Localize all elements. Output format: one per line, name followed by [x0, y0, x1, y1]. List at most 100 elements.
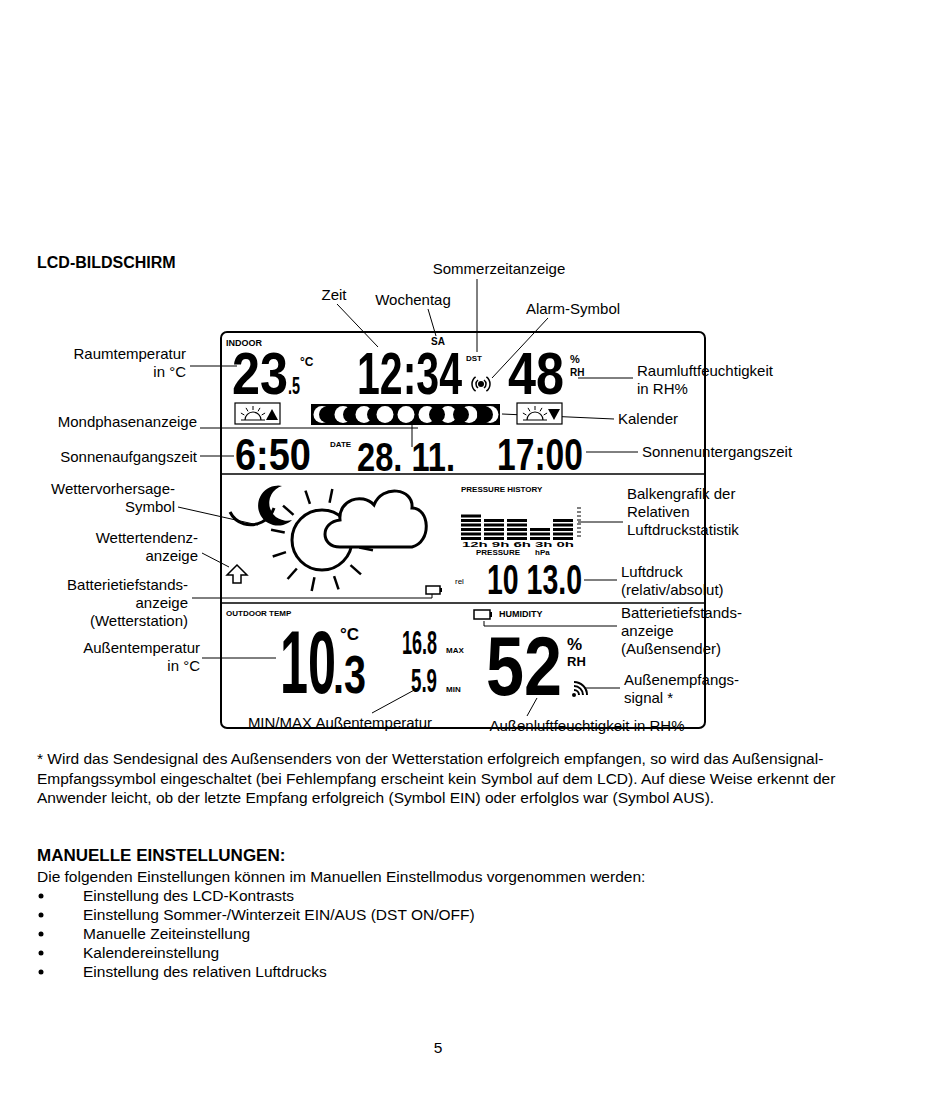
- pressure-bar-graph: [461, 508, 581, 540]
- pressure-bar: [484, 524, 504, 527]
- callout-label: Außenluftfeuchtigkeit in RH%: [472, 717, 702, 735]
- paragraph: Kalendereinstellung: [83, 943, 683, 962]
- lcd-readout: 48: [508, 345, 564, 404]
- paragraph: Einstellung des LCD-Kontrasts: [83, 886, 683, 905]
- callout-label: Batterietiefstands- anzeige (Wetterstati…: [43, 576, 188, 630]
- moon-shadow: [429, 407, 445, 423]
- pressure-bar: [484, 533, 504, 536]
- moon-band: [311, 404, 500, 425]
- moon-phase-band: [311, 404, 500, 425]
- pressure-bar: [530, 533, 550, 536]
- moon-crescent: [258, 486, 292, 526]
- pressure-bar: [553, 528, 573, 531]
- callout-label: Wettertendenz- anzeige: [73, 529, 198, 565]
- scale-tick: [577, 524, 581, 525]
- pressure-bar: [530, 528, 550, 531]
- callout-label: Batterietiefstands- anzeige (Außensender…: [621, 604, 766, 658]
- callout-label: Zeit: [309, 286, 359, 304]
- pressure-bar: [461, 537, 481, 540]
- lcd-readout: hPa: [535, 549, 550, 557]
- lcd-readout: 16.8: [402, 626, 437, 660]
- lcd-readout: %: [570, 354, 580, 365]
- lcd-readout: PRESSURE HISTORY: [461, 486, 542, 494]
- paragraph: Manuelle Zeiteinstellung: [83, 924, 683, 943]
- paragraph: * Wird das Sendesignal des Außensenders …: [37, 749, 852, 808]
- paragraph: Die folgenden Einstellungen können im Ma…: [37, 867, 837, 886]
- lcd-readout: 12:34: [357, 345, 462, 404]
- pressure-bar: [507, 528, 527, 531]
- lcd-readout: OUTDOOR TEMP: [226, 610, 291, 618]
- battery-icon: [426, 586, 442, 594]
- callout-label: Sonnenaufgangszeit: [27, 448, 197, 466]
- tendency-arrow: [227, 565, 247, 583]
- callout-label: Luftdruck (relativ/absolut): [621, 563, 756, 599]
- sun-ray: [330, 489, 333, 503]
- callout-label: Sommerzeitanzeige: [419, 260, 579, 278]
- reception-signal: [572, 682, 587, 697]
- weather-icon: [230, 486, 426, 591]
- pressure-bar: [461, 533, 481, 536]
- cloud: [325, 491, 426, 547]
- lcd-readout: 28. 11.: [357, 437, 455, 478]
- lcd-readout: .5: [288, 375, 300, 399]
- callout-label: Raumtemperatur in °C: [61, 345, 186, 381]
- lcd-readout: %: [567, 636, 582, 653]
- lcd-readout: °C: [340, 626, 359, 643]
- sun-ray: [283, 506, 293, 515]
- lcd-readout: 12h 9h 6h 3h 0h: [462, 541, 574, 548]
- callout-label: Außenempfangs- signal *: [624, 671, 749, 707]
- lcd-readout: °C: [300, 356, 313, 368]
- lcd-readout: 17:00: [497, 433, 583, 478]
- callout-label: Außentemperatur in °C: [70, 639, 200, 675]
- scale-tick: [577, 536, 581, 537]
- bullet: [39, 951, 44, 956]
- moon-shadow: [477, 407, 493, 423]
- lcd-readout: 52: [486, 625, 562, 709]
- pressure-bar: [461, 528, 481, 531]
- callout-label: Wettervorhersage- Symbol: [40, 480, 175, 516]
- callout-label: Mondphasenanzeige: [37, 413, 197, 431]
- leader-line: [584, 580, 617, 581]
- sun-ray: [334, 576, 338, 589]
- pressure-bar: [530, 537, 550, 540]
- lcd-readout: DATE: [330, 441, 351, 449]
- pressure-bar: [484, 537, 504, 540]
- callout-label: Sonnenuntergangszeit: [642, 443, 817, 461]
- leader-line: [578, 378, 633, 379]
- sun-ray: [305, 491, 309, 504]
- bullet: [39, 970, 44, 975]
- leader-line: [584, 688, 620, 689]
- moon-shadow: [319, 407, 335, 423]
- callout-label: Balkengrafik der Relativen Luftdruckstat…: [627, 485, 762, 539]
- scale-tick: [577, 512, 581, 513]
- pressure-bar: [507, 533, 527, 536]
- scale-tick: [577, 516, 581, 517]
- pressure-bar: [461, 524, 481, 527]
- leader-line: [578, 522, 623, 523]
- lcd-readout: RH: [567, 655, 586, 668]
- bullet: [39, 913, 44, 918]
- sun-ray: [288, 568, 297, 578]
- bullet: [39, 932, 44, 937]
- sunset-symbol: [517, 403, 562, 424]
- scale-tick: [577, 528, 581, 529]
- sun-ray: [312, 577, 315, 591]
- pressure-bar: [553, 519, 573, 522]
- leader-line: [586, 452, 638, 453]
- pressure-bar: [461, 515, 481, 518]
- heading: LCD-BILDSCHIRM: [37, 254, 176, 272]
- moon-phase: [377, 406, 394, 423]
- scale-tick: [577, 532, 581, 533]
- callout-label: Wochentag: [363, 291, 463, 309]
- sunrise-symbol: [235, 403, 280, 424]
- sun-ray: [271, 530, 285, 533]
- scale-tick: [577, 520, 581, 521]
- leader-line: [178, 507, 258, 525]
- leader-line: [192, 593, 432, 598]
- pressure-bar: [553, 533, 573, 536]
- moon-shadow: [453, 407, 469, 423]
- pressure-bar: [461, 519, 481, 522]
- paragraph: Einstellung Sommer-/Winterzeit EIN/AUS (…: [83, 905, 683, 924]
- bullet-list: [39, 894, 44, 975]
